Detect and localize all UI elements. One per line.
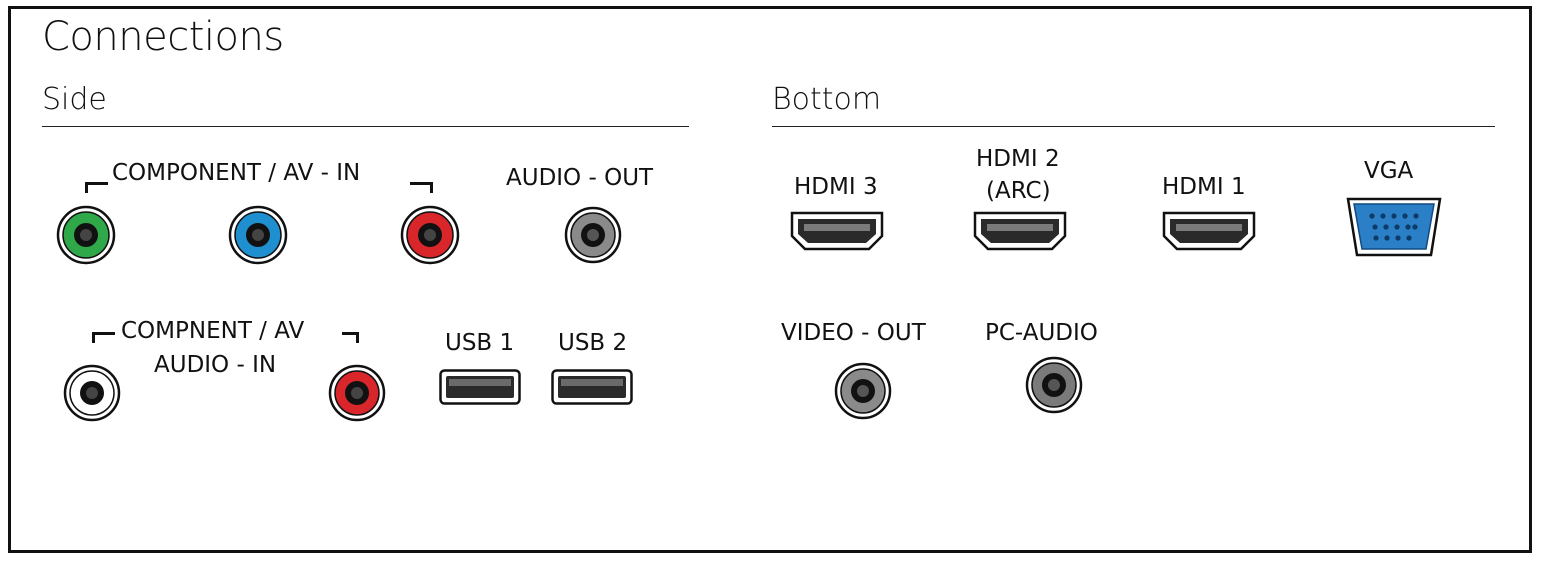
usb-port-icon (439, 369, 521, 405)
bracket-left (92, 332, 115, 343)
usb2-label: USB 2 (558, 330, 628, 356)
pc-audio-label: PC-AUDIO (985, 320, 1098, 346)
rca-jack-icon (328, 364, 386, 422)
component-av-audio-in-label-line2: AUDIO - IN (154, 352, 277, 378)
hdmi1-label: HDMI 1 (1162, 174, 1246, 200)
usb1-label: USB 1 (445, 330, 515, 356)
hdmi3-label: HDMI 3 (794, 174, 878, 200)
side-divider (42, 126, 689, 127)
hdmi2-label-line1: HDMI 2 (976, 146, 1060, 172)
section-side-heading: Side (42, 82, 107, 117)
vga-port-icon (1345, 196, 1443, 258)
hdmi-port-icon (972, 210, 1068, 252)
hdmi-port-icon (789, 210, 885, 252)
component-av-audio-in-label-line1: COMPNENT / AV (121, 318, 305, 344)
vga-label: VGA (1364, 158, 1414, 184)
bracket-left (85, 182, 108, 193)
hdmi2-label-line2: (ARC) (986, 178, 1051, 204)
component-av-in-label: COMPONENT / AV - IN (112, 160, 361, 186)
bracket-right (342, 332, 359, 343)
usb-port-icon (551, 369, 633, 405)
bottom-divider (772, 126, 1495, 127)
section-bottom-heading: Bottom (772, 82, 882, 117)
audio-jack-icon (564, 206, 622, 264)
audio-jack-icon (834, 362, 892, 420)
hdmi-port-icon (1161, 210, 1257, 252)
rca-jack-icon (228, 205, 288, 265)
diagram-frame (8, 6, 1532, 553)
audio-out-label: AUDIO - OUT (506, 165, 654, 191)
rca-jack-icon (400, 205, 460, 265)
video-out-label: VIDEO - OUT (781, 320, 926, 346)
audio-jack-icon (1025, 356, 1083, 414)
bracket-right (410, 182, 433, 193)
page-title: Connections (42, 14, 284, 60)
rca-jack-icon (56, 205, 116, 265)
rca-jack-icon (63, 364, 121, 422)
